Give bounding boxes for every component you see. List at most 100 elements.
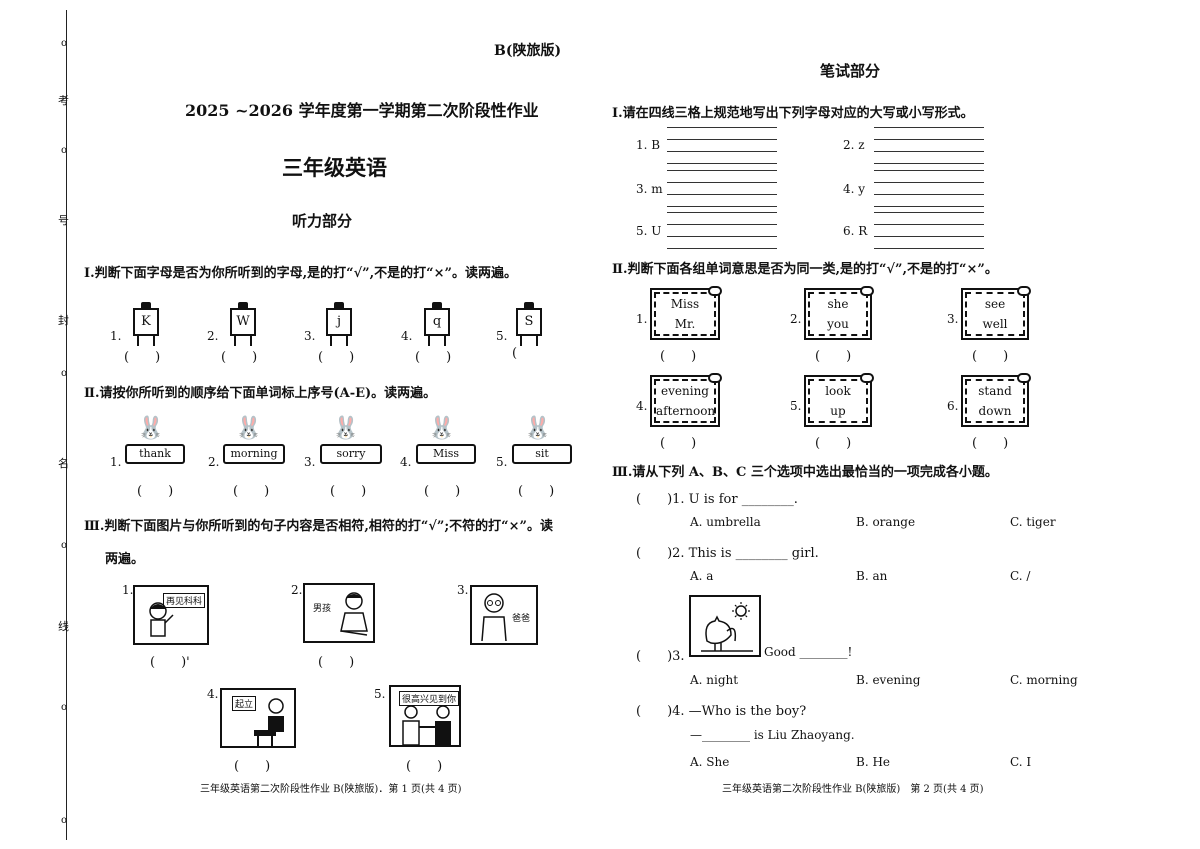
picture-father: 爸爸 — [470, 585, 538, 645]
page-footer-right: 三年级英语第二次阶段性作业 B(陕旅版) 第 2 页(共 4 页) — [722, 784, 984, 795]
picture-girl-waving: 再见科科 — [133, 585, 209, 645]
option-c[interactable]: C. / — [1010, 569, 1031, 583]
answer-blank[interactable]: ( ) — [318, 655, 355, 670]
margin-label: 名 — [58, 457, 69, 470]
written-part2-instruction: Ⅱ.判断下面各组单词意思是否为同一类,是的打“√”,不是的打“×”。 — [612, 262, 998, 277]
picture-stand-up: 起立 — [220, 688, 296, 748]
answer-blank[interactable]: ( ) — [815, 349, 852, 364]
answer-blank[interactable]: ( ) — [137, 484, 174, 499]
question-paren: ( )3. — [636, 649, 685, 664]
bunny-icon: 🐰 morning — [223, 418, 285, 470]
four-line-grid[interactable] — [667, 212, 777, 250]
answer-blank[interactable]: ( ) — [424, 484, 461, 499]
caption-label: 爸爸 — [510, 611, 533, 624]
girl-icon — [149, 602, 174, 637]
bunny-icon: 🐰 sorry — [320, 418, 382, 470]
listening-part3-instruction-cont: 两遍。 — [105, 552, 145, 567]
answer-blank[interactable]: ( ) — [660, 436, 697, 451]
question-stem: ( )4. —Who is the boy? — [636, 704, 807, 719]
listening-part3-instruction: Ⅲ.判断下面图片与你所听到的句子内容是否相符,相符的打“√”;不符的打“×”。读 — [84, 519, 554, 534]
option-a[interactable]: A. a — [690, 569, 714, 583]
word-note: she you — [804, 286, 874, 340]
answer-blank[interactable]: ( ) — [330, 484, 367, 499]
student-icon — [254, 698, 284, 746]
picture-boy-sitting: 男孩 — [303, 583, 375, 643]
boy-icon — [340, 592, 368, 636]
speech-bubble: 起立 — [232, 696, 257, 711]
letter-prompt: 4. y — [843, 182, 866, 196]
rooster-icon — [701, 602, 753, 652]
caption-label: 男孩 — [311, 601, 334, 614]
letter-card: j — [326, 308, 352, 336]
option-b[interactable]: B. orange — [856, 515, 916, 529]
word-card: thank — [125, 444, 185, 464]
listening-heading: 听力部分 — [292, 212, 353, 230]
four-line-grid[interactable] — [874, 127, 984, 165]
four-line-grid[interactable] — [667, 170, 777, 208]
answer-blank[interactable]: ( ) — [972, 349, 1009, 364]
letter-prompt: 6. R — [843, 224, 868, 238]
word-card: morning — [223, 444, 285, 464]
four-line-grid[interactable] — [667, 127, 777, 165]
answer-blank[interactable]: ( ) — [815, 436, 852, 451]
easel-icon: q — [422, 302, 452, 346]
four-line-grid[interactable] — [874, 170, 984, 208]
speech-bubble: 再见科科 — [163, 593, 206, 608]
option-a[interactable]: A. night — [690, 673, 739, 687]
written-part1-instruction: Ⅰ.请在四线三格上规范地写出下列字母对应的大写或小写形式。 — [612, 106, 974, 121]
word-note: see well — [961, 286, 1031, 340]
option-c[interactable]: C. morning — [1010, 673, 1078, 687]
written-part3-instruction: Ⅲ.请从下列 A、B、C 三个选项中选出最恰当的一项完成各小题。 — [612, 465, 998, 480]
letter-prompt: 2. z — [843, 138, 865, 152]
word-card: sorry — [320, 444, 382, 464]
answer-blank[interactable]: ( )' — [150, 655, 190, 670]
letter-prompt: 5. U — [636, 224, 662, 238]
word-note: Miss Mr. — [650, 286, 722, 340]
question-stem: ( )2. This is ________ girl. — [636, 546, 819, 561]
picture-rooster-sunrise — [689, 595, 761, 657]
answer-blank[interactable]: ( ) — [233, 484, 270, 499]
bunny-icon: 🐰 thank — [125, 418, 185, 470]
four-line-grid[interactable] — [874, 212, 984, 250]
letter-card: K — [133, 308, 159, 336]
word-note: stand down — [961, 373, 1031, 427]
option-b[interactable]: B. He — [856, 755, 891, 769]
word-note: look up — [804, 373, 874, 427]
letter-card: S — [516, 308, 542, 336]
question-stem: ( )1. U is for ________. — [636, 492, 798, 507]
option-b[interactable]: B. an — [856, 569, 888, 583]
answer-blank[interactable]: ( ) — [234, 759, 271, 774]
answer-blank[interactable]: ( ) — [124, 350, 161, 365]
option-c[interactable]: C. I — [1010, 755, 1032, 769]
option-b[interactable]: B. evening — [856, 673, 921, 687]
listening-part1-instruction: Ⅰ.判断下面字母是否为你所听到的字母,是的打“√”,不是的打“×”。读两遍。 — [84, 266, 518, 281]
option-c[interactable]: C. tiger — [1010, 515, 1056, 529]
easel-icon: W — [228, 302, 258, 346]
answer-blank[interactable]: ( ) — [406, 759, 443, 774]
easel-icon: K — [131, 302, 161, 346]
handshake-icon — [402, 705, 451, 746]
page-title: 2025 ~2026 学年度第一学期第二次阶段性作业 — [185, 101, 539, 120]
written-heading: 笔试部分 — [820, 62, 881, 80]
picture-nice-to-meet-you: 很高兴见到你 — [389, 685, 461, 747]
option-a[interactable]: A. umbrella — [690, 515, 761, 529]
listening-part2-instruction: Ⅱ.请按你所听到的顺序给下面单词标上序号(A-E)。读两遍。 — [84, 386, 437, 401]
answer-blank[interactable]: ( ) — [660, 349, 697, 364]
answer-blank[interactable]: ( ) — [972, 436, 1009, 451]
letter-prompt: 1. B — [636, 138, 661, 152]
answer-blank[interactable]: ( — [512, 346, 518, 361]
easel-icon: S — [514, 302, 544, 346]
word-note: evening afternoon — [650, 373, 722, 427]
letter-card: W — [230, 308, 256, 336]
answer-blank[interactable]: ( ) — [221, 350, 258, 365]
bunny-icon: 🐰 Miss — [416, 418, 476, 470]
answer-blank[interactable]: ( ) — [318, 350, 355, 365]
margin-label: 线 — [58, 620, 69, 633]
option-a[interactable]: A. She — [690, 755, 730, 769]
answer-blank[interactable]: ( ) — [518, 484, 555, 499]
margin-label: 考 — [58, 94, 69, 107]
page-footer-left: 三年级英语第二次阶段性作业 B(陕旅版)．第 1 页(共 4 页) — [200, 784, 462, 795]
answer-blank[interactable]: ( ) — [415, 350, 452, 365]
easel-icon: j — [324, 302, 354, 346]
word-card: Miss — [416, 444, 476, 464]
